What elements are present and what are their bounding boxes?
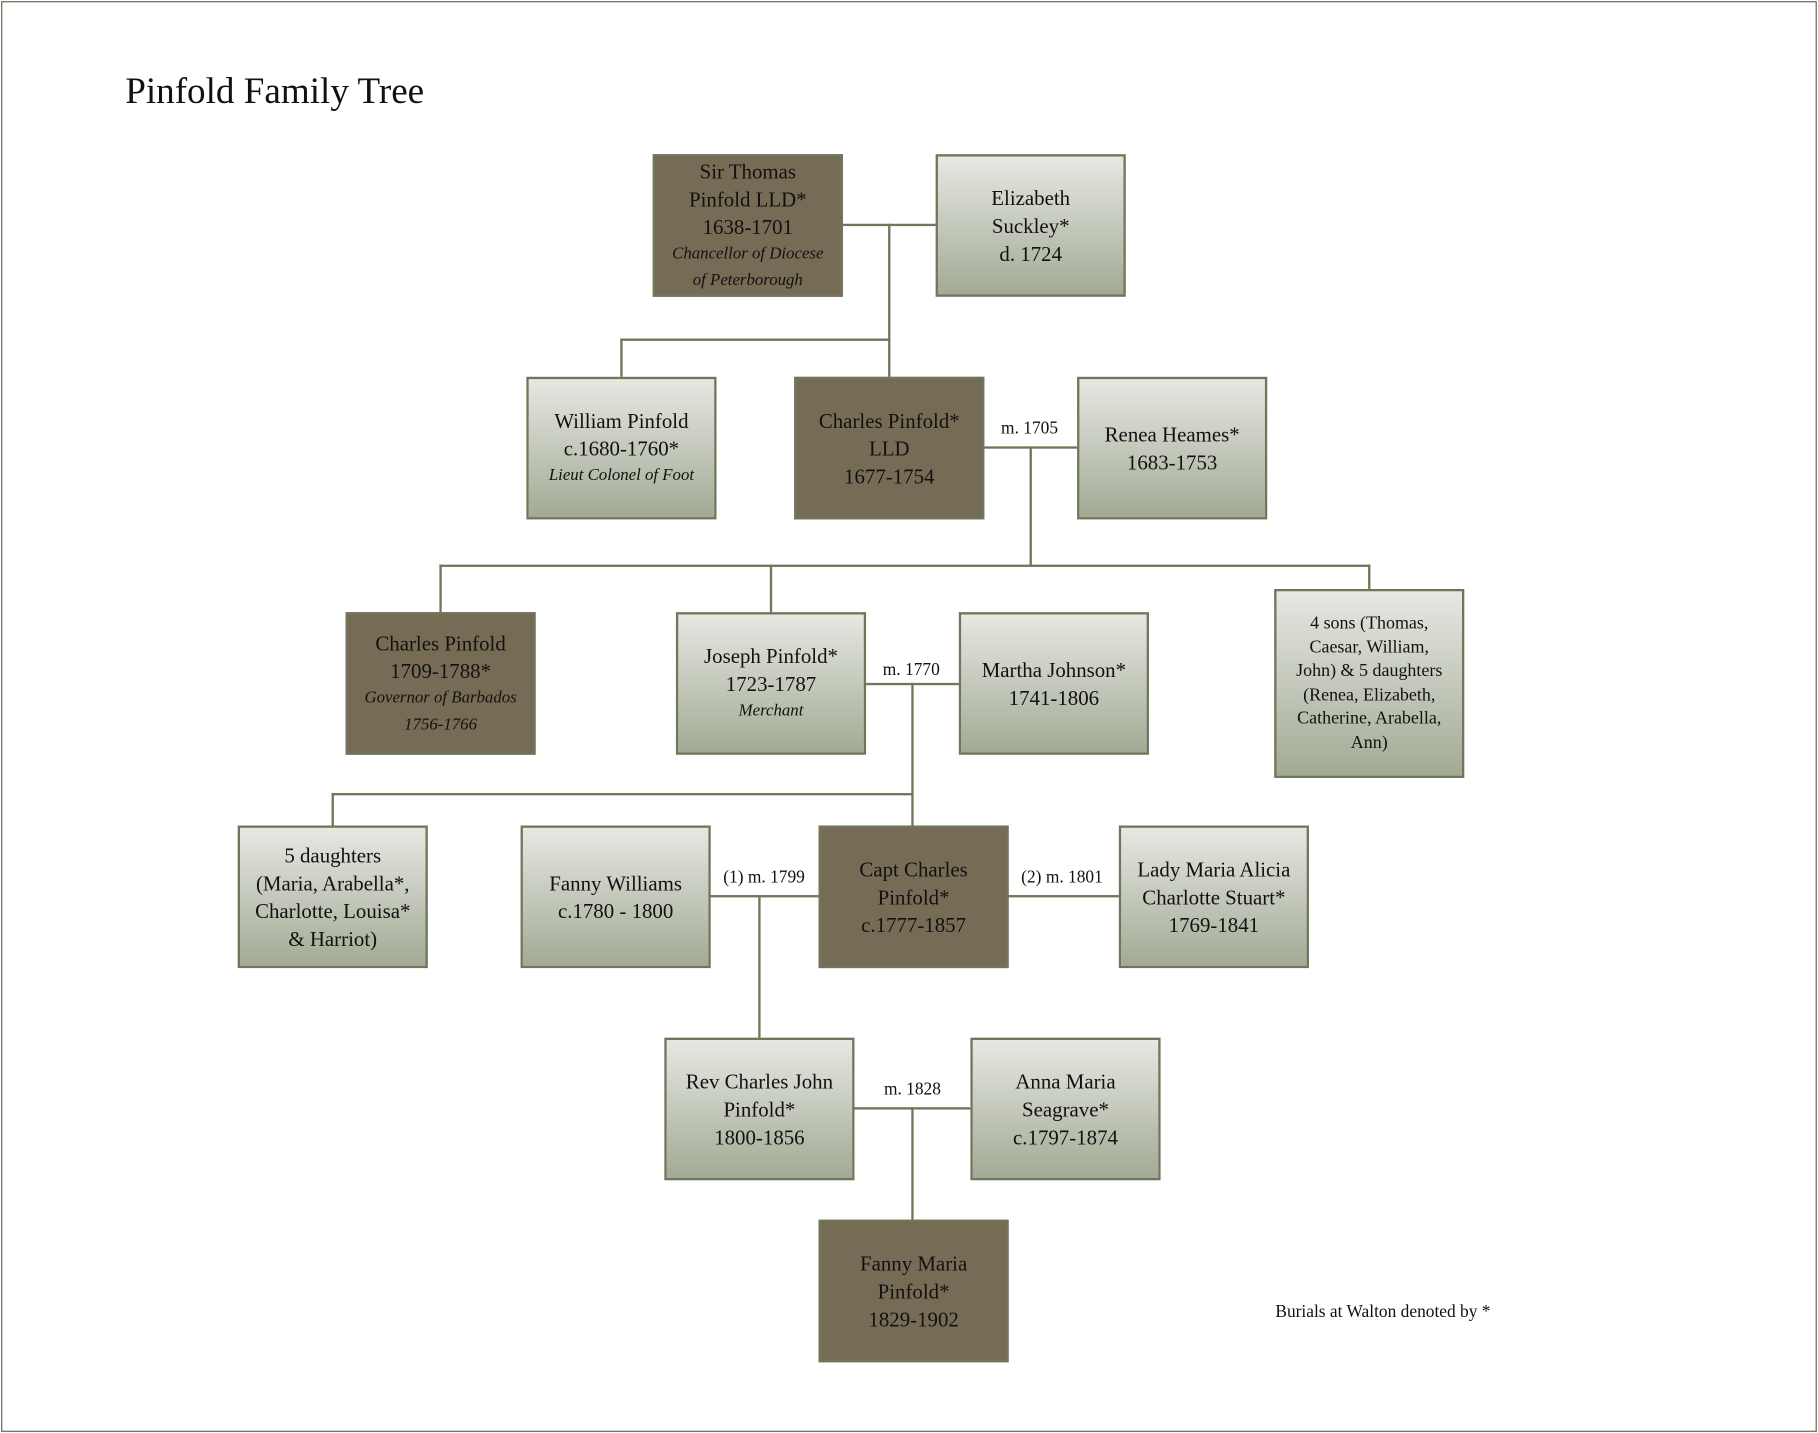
- text-line: John) & 5 daughters: [1296, 660, 1443, 681]
- person-charles-pinfold-governor: Charles Pinfold 1709-1788* Governor of B…: [345, 612, 536, 755]
- marriage-label: m. 1828: [883, 1080, 941, 1100]
- group-five-daughters: 5 daughters (Maria, Arabella*, Charlotte…: [237, 825, 428, 969]
- name-line: Sir Thomas: [699, 159, 797, 183]
- occupation: Merchant: [738, 701, 804, 720]
- group-four-sons-five-daughters: 4 sons (Thomas, Caesar, William, John) &…: [1274, 588, 1465, 778]
- name-line: Elizabeth: [991, 186, 1071, 210]
- connector: [911, 1107, 914, 1220]
- name-line: Suckley*: [991, 213, 1070, 238]
- name-line: Lady Maria Alicia: [1137, 857, 1291, 881]
- occupation: Governor of Barbados: [364, 688, 517, 707]
- name-line: Pinfold*: [723, 1097, 796, 1121]
- text-line: (Maria, Arabella*,: [255, 871, 410, 895]
- connector: [331, 793, 334, 826]
- dates: 1638-1701: [702, 215, 794, 239]
- connector: [758, 895, 761, 1038]
- marriage-label: m. 1705: [1001, 419, 1059, 439]
- name-line: Pinfold LLD*: [688, 187, 807, 211]
- connector: [769, 564, 773, 613]
- connector: [439, 564, 1371, 567]
- marriage-label: m. 1770: [882, 660, 940, 680]
- name-line: Joseph Pinfold*: [704, 644, 838, 668]
- person-joseph-pinfold: Joseph Pinfold* 1723-1787 Merchant: [675, 612, 867, 755]
- marriage-label: (1) m. 1799: [723, 868, 805, 887]
- dates: 1800-1856: [714, 1125, 805, 1149]
- name-line: Charles Pinfold*: [818, 408, 960, 432]
- person-william-pinfold: William Pinfold c.1680-1760* Lieut Colon…: [526, 376, 717, 520]
- text-line: & Harriot): [288, 926, 378, 951]
- dates: 1829-1902: [868, 1307, 959, 1331]
- person-fanny-williams: Fanny Williams c.1780 - 1800: [520, 825, 711, 969]
- connector: [1007, 895, 1119, 898]
- name-line: Capt Charles: [859, 857, 968, 881]
- connector: [439, 564, 442, 613]
- name-line: William Pinfold: [554, 409, 689, 433]
- text-line: Caesar, William,: [1309, 637, 1429, 657]
- connector: [911, 682, 914, 826]
- name-line: Pinfold*: [877, 1279, 950, 1303]
- connector: [620, 338, 891, 341]
- name-line: Seagrave*: [1022, 1097, 1109, 1121]
- dates: c.1780 - 1800: [557, 899, 674, 923]
- page-title: Pinfold Family Tree: [125, 69, 425, 112]
- occupation: 1756-1766: [404, 714, 478, 734]
- marriage-label: (2) m. 1801: [1021, 868, 1103, 887]
- text-line: Ann): [1350, 732, 1388, 752]
- dates: 1677-1754: [844, 464, 935, 488]
- person-renea-heames: Renea Heames* 1683-1753: [1077, 376, 1268, 520]
- dates: c.1797-1874: [1013, 1125, 1118, 1149]
- text-line: Charlotte, Louisa*: [255, 899, 411, 923]
- person-capt-charles-pinfold: Capt Charles Pinfold* c.1777-1857: [818, 825, 1009, 969]
- dates: 1741-1806: [1008, 685, 1100, 709]
- name-line: Fanny Williams: [549, 871, 682, 895]
- dates: c.1777-1857: [861, 913, 967, 937]
- person-rev-charles-john-pinfold: Rev Charles John Pinfold* 1800-1856: [664, 1037, 855, 1181]
- connector: [709, 895, 819, 898]
- dates: 1769-1841: [1168, 913, 1260, 937]
- connector: [620, 338, 623, 377]
- name-line: Charles Pinfold: [375, 631, 506, 655]
- text-line: 5 daughters: [284, 843, 382, 867]
- dates: 1683-1753: [1126, 450, 1218, 474]
- name-line: Anna Maria: [1015, 1069, 1116, 1093]
- name-line: Martha Johnson*: [981, 657, 1127, 682]
- person-lady-maria-stuart: Lady Maria Alicia Charlotte Stuart* 1769…: [1118, 825, 1309, 969]
- dates: c.1680-1760*: [563, 437, 680, 461]
- dates: d. 1724: [999, 241, 1063, 265]
- name-line: Fanny Maria: [859, 1251, 968, 1275]
- text-line: Catherine, Arabella,: [1297, 708, 1442, 729]
- name-line: Charlotte Stuart*: [1142, 885, 1286, 909]
- person-anna-maria-seagrave: Anna Maria Seagrave* c.1797-1874: [970, 1037, 1161, 1181]
- dates: 1723-1787: [725, 672, 817, 696]
- text-line: (Renea, Elizabeth,: [1303, 684, 1436, 705]
- connector: [1368, 564, 1371, 589]
- person-charles-pinfold-lld: Charles Pinfold* LLD 1677-1754: [794, 376, 985, 520]
- person-elizabeth-suckley: Elizabeth Suckley* d. 1724: [935, 154, 1126, 297]
- person-martha-johnson: Martha Johnson* 1741-1806: [958, 612, 1149, 755]
- dates: 1709-1788*: [390, 659, 492, 683]
- person-sir-thomas-pinfold: Sir Thomas Pinfold LLD* 1638-1701 Chance…: [652, 154, 843, 297]
- text-line: 4 sons (Thomas,: [1310, 613, 1429, 634]
- name-line: Rev Charles John: [685, 1069, 834, 1093]
- name-line: Renea Heames*: [1104, 422, 1240, 446]
- connector: [888, 223, 891, 377]
- name-line: Pinfold*: [877, 885, 950, 909]
- name-line: LLD: [868, 436, 910, 460]
- footnote: Burials at Walton denoted by *: [1275, 1303, 1491, 1322]
- occupation: of Peterborough: [692, 270, 803, 290]
- person-fanny-maria-pinfold: Fanny Maria Pinfold* 1829-1902: [818, 1219, 1009, 1363]
- occupation: Lieut Colonel of Foot: [548, 466, 695, 485]
- connector: [331, 793, 914, 796]
- connector: [1029, 446, 1032, 566]
- occupation: Chancellor of Diocese: [672, 244, 824, 263]
